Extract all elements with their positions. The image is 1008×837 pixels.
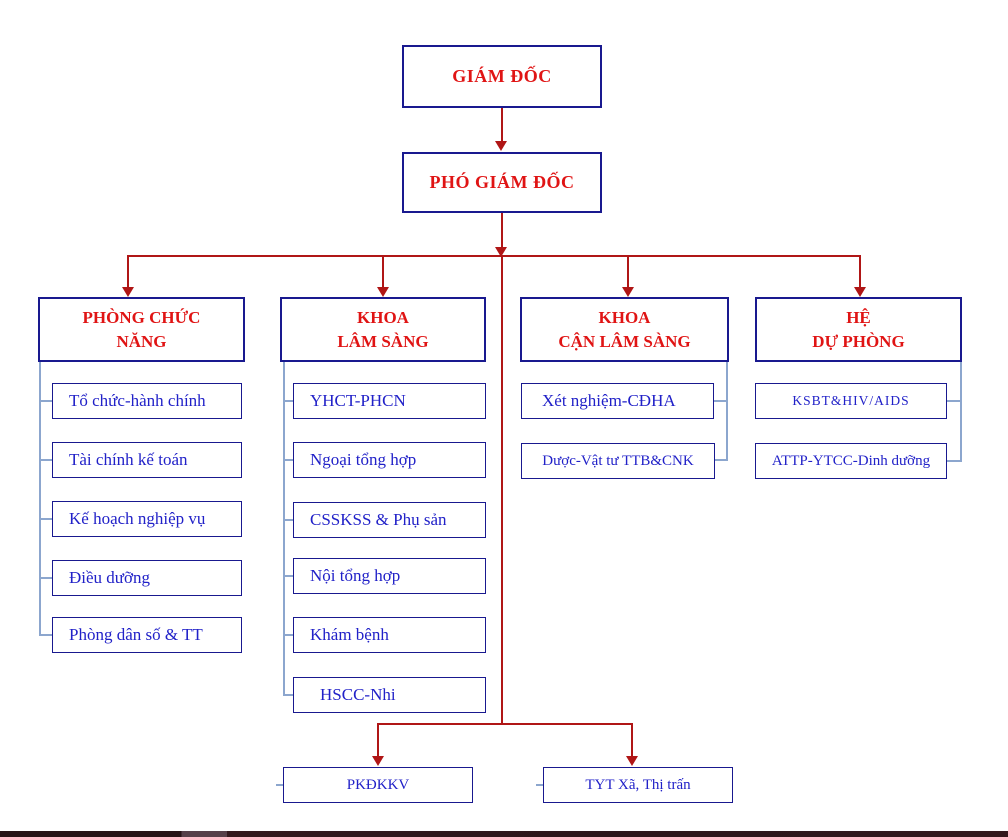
unit-csskss-phu-san: CSSKSS & Phụ sản (293, 502, 486, 538)
connector-col3-tick (714, 459, 727, 461)
unit-to-chuc-hanh-chinh: Tổ chức-hành chính (52, 383, 242, 419)
connector-drop-pkdkkv (377, 723, 379, 757)
column-header-khoa-lam-sang: KHOA LÂM SÀNG (280, 297, 486, 362)
unit-ngoai-tong-hop: Ngoại tổng hợp (293, 442, 486, 478)
connector-drop-col3 (627, 257, 629, 288)
unit-label: PKĐKKV (346, 776, 410, 793)
column-header-label: KHOA CẬN LÂM SÀNG (558, 307, 691, 351)
connector-drop-tyt (631, 723, 633, 757)
column-header-phong-chuc-nang: PHÒNG CHỨC NĂNG (38, 297, 245, 362)
connector-drop-col2 (382, 257, 384, 288)
bottom-divider-bar (0, 831, 1008, 837)
unit-dieu-duong: Điều dưỡng (52, 560, 242, 596)
unit-label: HSCC-Nhi (320, 685, 396, 704)
unit-label: KSBT&HIV/AIDS (792, 393, 910, 408)
column-header-label: PHÒNG CHỨC NĂNG (82, 307, 201, 351)
arrowhead-col1 (122, 287, 134, 297)
unit-pkdkkv: PKĐKKV (283, 767, 473, 803)
connector-col4-tick (946, 460, 961, 462)
connector-col1-tick (39, 400, 53, 402)
connector-col4-tick (946, 400, 961, 402)
unit-duoc-vat-tu-ttb-cnk: Dược-Vật tư TTB&CNK (521, 443, 715, 479)
unit-kham-benh: Khám bệnh (293, 617, 486, 653)
unit-label: Khám bệnh (310, 625, 389, 644)
column-header-he-du-phong: HỆ DỰ PHÒNG (755, 297, 962, 362)
unit-label: YHCT-PHCN (310, 391, 406, 410)
arrowhead-to-crossbar (495, 247, 507, 257)
unit-label: Kế hoạch nghiệp vụ (69, 509, 206, 528)
connector-col2-tick (283, 459, 294, 461)
unit-hscc-nhi: HSCC-Nhi (293, 677, 486, 713)
connector-crossbar (127, 255, 861, 257)
connector-deputy-down (501, 213, 503, 248)
arrowhead-col4 (854, 287, 866, 297)
connector-col2-tick (283, 575, 294, 577)
connector-director-deputy (501, 108, 503, 142)
connector-drop-col4 (859, 257, 861, 288)
unit-label: ATTP-YTCC-Dinh dưỡng (771, 452, 931, 469)
unit-label: Ngoại tổng hợp (310, 450, 417, 469)
connector-col1-tick (39, 634, 53, 636)
unit-label: Tài chính kế toán (69, 450, 188, 469)
arrowhead-tyt (626, 756, 638, 766)
connector-nub-tyt (536, 784, 543, 786)
unit-noi-tong-hop: Nội tổng hợp (293, 558, 486, 594)
connector-col2-tick (283, 694, 294, 696)
arrowhead-col2 (377, 287, 389, 297)
connector-col3-spine (726, 362, 728, 461)
connector-col1-tick (39, 459, 53, 461)
deputy-director-box: PHÓ GIÁM ĐỐC (402, 152, 602, 213)
connector-col1-spine (39, 362, 41, 636)
unit-yhct-phcn: YHCT-PHCN (293, 383, 486, 419)
deputy-director-label: PHÓ GIÁM ĐỐC (429, 172, 575, 192)
arrowhead-pkdkkv (372, 756, 384, 766)
unit-xet-nghiem-cdha: Xét nghiệm-CĐHA (521, 383, 714, 419)
unit-label: Xét nghiệm-CĐHA (542, 391, 676, 410)
connector-col1-tick (39, 577, 53, 579)
column-header-label: KHOA LÂM SÀNG (337, 307, 429, 351)
column-header-label: HỆ DỰ PHÒNG (812, 307, 905, 351)
unit-label: Phòng dân số & TT (69, 625, 203, 644)
connector-col2-tick (283, 400, 294, 402)
unit-tai-chinh-ke-toan: Tài chính kế toán (52, 442, 242, 478)
director-box: GIÁM ĐỐC (402, 45, 602, 108)
column-header-khoa-can-lam-sang: KHOA CẬN LÂM SÀNG (520, 297, 729, 362)
connector-center-trunk (501, 255, 503, 725)
unit-ksbt-hiv-aids: KSBT&HIV/AIDS (755, 383, 947, 419)
connector-col2-tick (283, 634, 294, 636)
connector-col2-tick (283, 519, 294, 521)
unit-label: Dược-Vật tư TTB&CNK (542, 452, 694, 469)
unit-phong-dan-so-tt: Phòng dân số & TT (52, 617, 242, 653)
connector-bottom-crossbar (377, 723, 633, 725)
arrowhead-to-deputy (495, 141, 507, 151)
unit-ke-hoach-nghiep-vu: Kế hoạch nghiệp vụ (52, 501, 242, 537)
unit-label: TYT Xã, Thị trấn (585, 776, 691, 793)
unit-label: Điều dưỡng (69, 568, 150, 587)
unit-label: CSSKSS & Phụ sản (310, 510, 447, 529)
connector-col2-spine (283, 362, 285, 696)
connector-drop-col1 (127, 257, 129, 288)
arrowhead-col3 (622, 287, 634, 297)
connector-nub-pkdkkv (276, 784, 283, 786)
unit-tyt-xa-thi-tran: TYT Xã, Thị trấn (543, 767, 733, 803)
connector-col4-spine (960, 362, 962, 462)
unit-attp-ytcc-dinh-duong: ATTP-YTCC-Dinh dưỡng (755, 443, 947, 479)
unit-label: Tổ chức-hành chính (69, 391, 206, 410)
connector-col1-tick (39, 518, 53, 520)
connector-col3-tick (713, 400, 727, 402)
unit-label: Nội tổng hợp (310, 566, 401, 585)
director-label: GIÁM ĐỐC (452, 66, 552, 86)
